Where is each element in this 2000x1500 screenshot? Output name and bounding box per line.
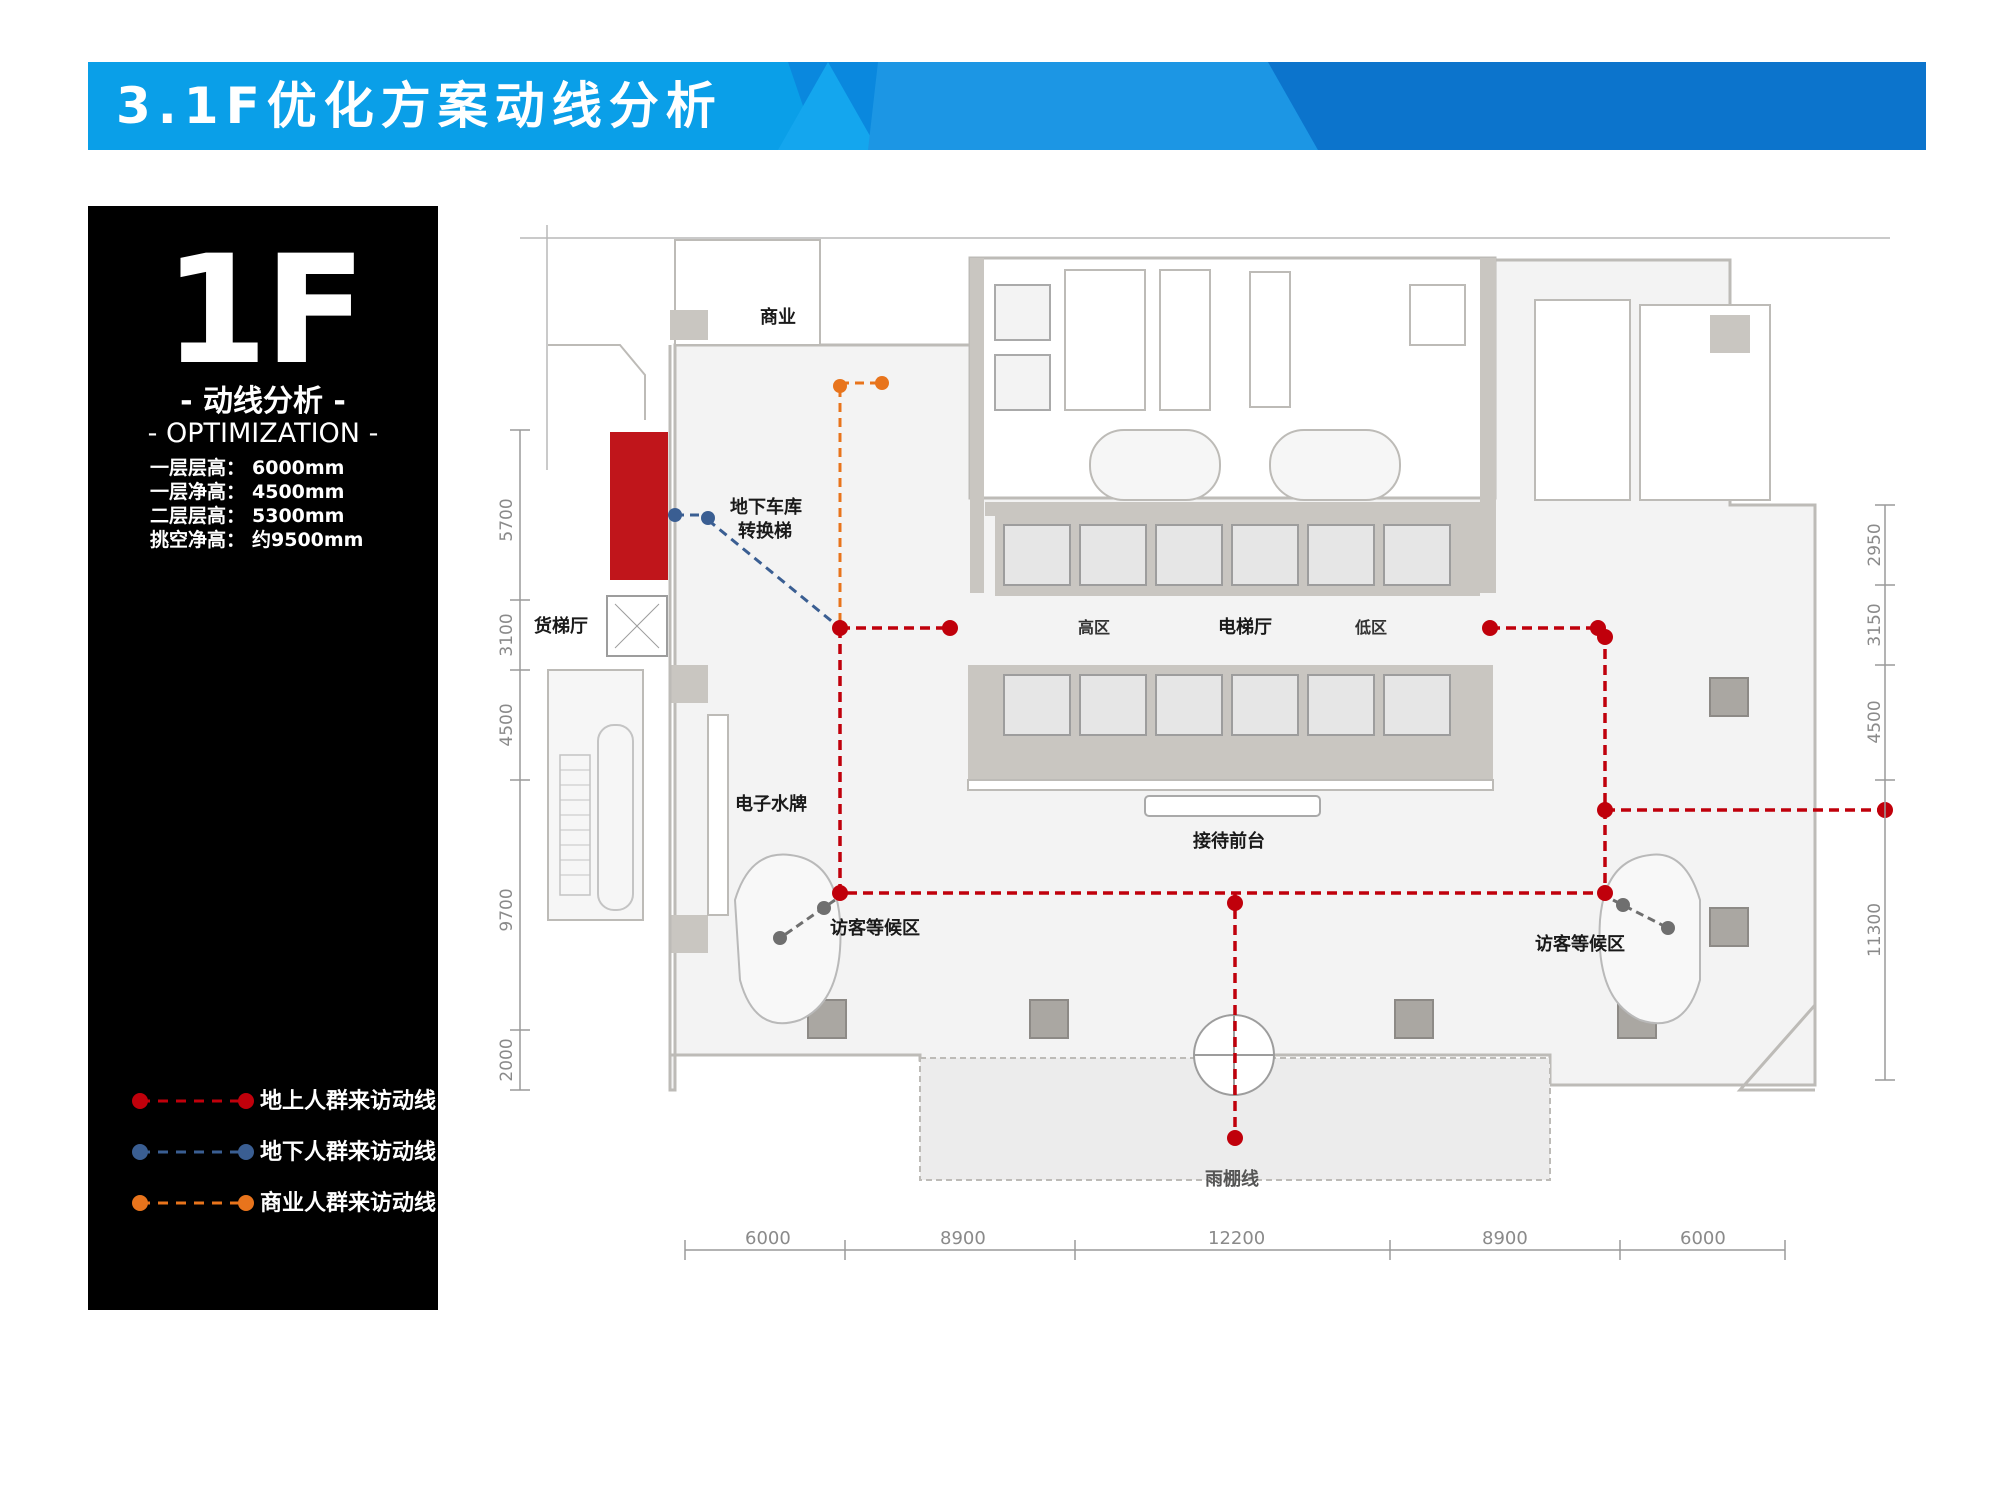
spec-row: 二层层高： 5300mm xyxy=(150,504,363,528)
dim-label: 5700 xyxy=(497,498,517,541)
spec-value: 4500mm xyxy=(252,481,345,503)
dim-label: 9700 xyxy=(497,888,517,931)
route-commercial xyxy=(833,376,889,625)
label-waiting-right: 访客等候区 xyxy=(1535,933,1625,955)
dim-label: 6000 xyxy=(745,1228,791,1249)
column xyxy=(1709,907,1749,947)
legend-swatch-underground xyxy=(132,1144,254,1160)
dim-label: 3100 xyxy=(497,613,517,656)
spec-label: 挑空净高： xyxy=(150,529,246,551)
spec-list: 一层层高： 6000mm 一层净高： 4500mm 二层层高： 5300mm 挑空净高… xyxy=(150,456,363,552)
spec-value: 6000mm xyxy=(252,457,345,479)
floor-number: 1F xyxy=(163,224,367,398)
spec-label: 一层净高： xyxy=(150,481,246,503)
service-core xyxy=(968,256,1497,500)
dim-label: 3150 xyxy=(1865,603,1885,646)
route-visitor-waiting xyxy=(773,898,1675,945)
dimension-right xyxy=(1875,504,1895,1081)
legend-label: 地上人群来访动线 xyxy=(260,1089,437,1114)
label-garage: 地下车库 xyxy=(730,496,802,518)
spec-value: 约9500mm xyxy=(252,529,364,551)
label-commercial: 商业 xyxy=(760,306,796,328)
legend-label: 商业人群来访动线 xyxy=(260,1191,437,1216)
dimension-bottom xyxy=(684,1240,1786,1260)
spec-label: 一层层高： xyxy=(150,457,246,479)
dim-label: 4500 xyxy=(1865,700,1885,743)
label-low-zone: 低区 xyxy=(1354,618,1387,637)
label-high-zone: 高区 xyxy=(1078,618,1110,637)
label-freight-hall: 货梯厅 xyxy=(534,615,588,637)
label-e-sign: 电子水牌 xyxy=(735,793,807,815)
title-banner: 3.1F优化方案动线分析 xyxy=(88,62,1926,150)
spec-label: 二层层高： xyxy=(150,505,246,527)
dim-label: 4500 xyxy=(497,703,517,746)
route-above-ground xyxy=(832,620,1893,1146)
waiting-pod-right xyxy=(1598,853,1701,1025)
label-garage-2: 转换梯 xyxy=(738,520,792,542)
dim-label: 8900 xyxy=(1482,1228,1528,1249)
spec-row: 挑空净高： 约9500mm xyxy=(150,528,363,552)
subtitle-cn: - 动线分析 - xyxy=(180,384,346,419)
freight-elevator-highlight xyxy=(610,432,668,580)
label-elevator-hall: 电梯厅 xyxy=(1218,616,1272,638)
dim-label: 2950 xyxy=(1865,523,1885,566)
floor-plan-drawing: 商业 地下车库 转换梯 货梯厅 高区 电梯厅 低区 电子水牌 接待前台 访客等候… xyxy=(497,225,1895,1260)
route-underground xyxy=(668,508,841,630)
lower-elevator-bank xyxy=(967,665,1494,791)
spec-row: 一层净高： 4500mm xyxy=(150,480,363,504)
legend-swatch-commercial xyxy=(132,1195,254,1211)
banner-background xyxy=(88,62,1926,150)
floor-plan: 商业 地下车库 转换梯 货梯厅 高区 电梯厅 低区 电子水牌 接待前台 访客等候… xyxy=(490,210,1930,1320)
dimension-left xyxy=(510,429,530,1091)
label-canopy: 雨棚线 xyxy=(1205,1168,1259,1190)
legend-swatch-above-ground xyxy=(132,1093,254,1109)
spec-row: 一层层高： 6000mm xyxy=(150,456,363,480)
column xyxy=(1709,677,1749,717)
column xyxy=(1394,999,1434,1039)
info-panel: 1F - 动线分析 - - OPTIMIZATION - 一层层高： 6000mm… xyxy=(88,206,438,1310)
page-title: 3.1F优化方案动线分析 xyxy=(116,77,723,135)
dim-label: 12200 xyxy=(1208,1228,1265,1249)
dim-label: 11300 xyxy=(1865,903,1885,957)
legend-label: 地下人群来访动线 xyxy=(260,1140,437,1165)
dim-label: 2000 xyxy=(497,1038,517,1081)
dim-label: 6000 xyxy=(1680,1228,1726,1249)
column xyxy=(1029,999,1069,1039)
subtitle-en: - OPTIMIZATION - xyxy=(147,418,379,449)
label-reception: 接待前台 xyxy=(1193,830,1265,852)
dim-label: 8900 xyxy=(940,1228,986,1249)
label-waiting-left: 访客等候区 xyxy=(830,917,920,939)
reception-desk xyxy=(1144,795,1321,817)
upper-elevator-bank xyxy=(995,516,1480,596)
spec-value: 5300mm xyxy=(252,505,345,527)
waiting-pod-left xyxy=(733,853,842,1025)
